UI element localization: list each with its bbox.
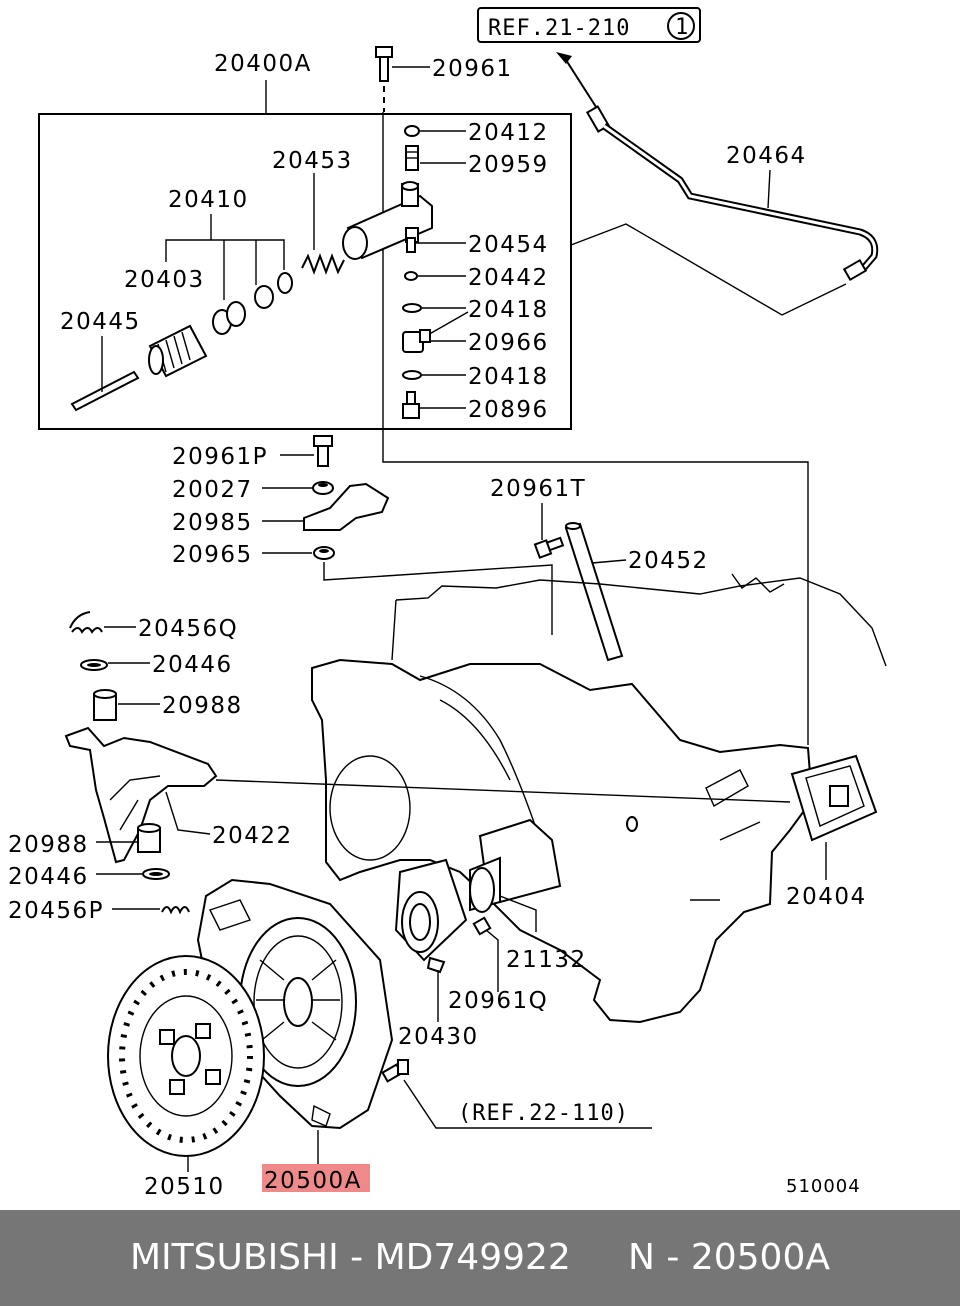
part-label-20959[interactable]: 20959 bbox=[468, 152, 549, 178]
part-label-20961T[interactable]: 20961T bbox=[490, 476, 586, 502]
part-label-20445[interactable]: 20445 bbox=[60, 309, 141, 335]
part-label-20965[interactable]: 20965 bbox=[172, 542, 253, 568]
part-label-20442[interactable]: 20442 bbox=[468, 265, 549, 291]
gasket-20418-lower[interactable] bbox=[402, 370, 422, 380]
part-label-20452[interactable]: 20452 bbox=[628, 548, 709, 574]
part-label-20988-lower[interactable]: 20988 bbox=[8, 832, 89, 858]
bleeder-20959[interactable] bbox=[405, 145, 419, 171]
pin-20454[interactable] bbox=[406, 237, 416, 253]
part-label-20454[interactable]: 20454 bbox=[468, 232, 549, 258]
bearing-retainer-21132[interactable] bbox=[469, 818, 562, 913]
eye-bolt-union-20966[interactable] bbox=[402, 329, 431, 353]
boot-20988-lower[interactable] bbox=[137, 823, 161, 853]
piston-cup-ring[interactable] bbox=[254, 285, 274, 309]
release-cylinder-group-box bbox=[38, 113, 572, 430]
clip-20446-upper[interactable] bbox=[80, 659, 108, 671]
bushing-20027[interactable] bbox=[312, 481, 334, 495]
diagram-code: 510004 bbox=[786, 1176, 861, 1197]
boot[interactable] bbox=[148, 324, 208, 378]
part-label-20430[interactable]: 20430 bbox=[398, 1024, 479, 1050]
release-boot-20404[interactable] bbox=[790, 754, 878, 842]
footer-part-info: MITSUBISHI - MD749922 N - 20500A bbox=[130, 1237, 830, 1278]
part-label-20446-lower[interactable]: 20446 bbox=[8, 864, 89, 890]
spring-20453[interactable] bbox=[301, 253, 345, 275]
bracket-20985[interactable] bbox=[303, 482, 390, 531]
clutch-pipe-20464[interactable] bbox=[585, 105, 879, 282]
clutch-cover-bolt[interactable] bbox=[381, 1059, 409, 1083]
gasket-20418-upper[interactable] bbox=[402, 303, 422, 313]
part-label-20027[interactable]: 20027 bbox=[172, 477, 253, 503]
part-label-20510[interactable]: 20510 bbox=[144, 1174, 225, 1200]
part-label-20456Q[interactable]: 20456Q bbox=[138, 616, 238, 642]
ref-21-210-label: REF.21-210 bbox=[488, 16, 630, 41]
part-label-20500A[interactable]: 20500A bbox=[264, 1168, 362, 1194]
part-label-20403[interactable]: 20403 bbox=[124, 267, 205, 293]
part-label-20456P[interactable]: 20456P bbox=[8, 898, 104, 924]
part-label-20422[interactable]: 20422 bbox=[212, 823, 293, 849]
clutch-disc-20510[interactable] bbox=[107, 955, 265, 1157]
highlight-20500A bbox=[262, 1164, 370, 1192]
ref-21-210-box[interactable]: REF.21-210 1 bbox=[477, 7, 701, 43]
bolt-20961T[interactable] bbox=[533, 536, 565, 559]
spring-20456Q[interactable] bbox=[69, 611, 103, 634]
release-fork-20422[interactable] bbox=[64, 726, 218, 864]
part-label-20896[interactable]: 20896 bbox=[468, 397, 549, 423]
clip-20446-lower[interactable] bbox=[142, 868, 170, 880]
part-label-20400A[interactable]: 20400A bbox=[214, 51, 312, 77]
release-bearing-20430[interactable] bbox=[394, 858, 468, 974]
ref-22-110-label[interactable]: (REF.22-110) bbox=[458, 1101, 629, 1126]
part-label-20418-lower[interactable]: 20418 bbox=[468, 364, 549, 390]
part-label-20988-upper[interactable]: 20988 bbox=[162, 693, 243, 719]
clutch-cover-20500A[interactable] bbox=[196, 878, 394, 1130]
piston-20403[interactable] bbox=[212, 301, 246, 335]
ref-arrow-icon bbox=[556, 52, 572, 64]
union-bolt-20896[interactable] bbox=[402, 391, 420, 419]
part-label-20966[interactable]: 20966 bbox=[468, 330, 549, 356]
part-label-20418-upper[interactable]: 20418 bbox=[468, 297, 549, 323]
release-shaft-20452[interactable] bbox=[564, 522, 624, 662]
part-label-20446-upper[interactable]: 20446 bbox=[152, 652, 233, 678]
part-label-20412[interactable]: 20412 bbox=[468, 120, 549, 146]
piston-cup-small[interactable] bbox=[277, 272, 293, 294]
push-rod-20445[interactable] bbox=[70, 370, 140, 412]
part-label-20410[interactable]: 20410 bbox=[168, 187, 249, 213]
nut-20442[interactable] bbox=[404, 271, 418, 281]
spring-20456P[interactable] bbox=[161, 906, 190, 915]
cap-20412[interactable] bbox=[404, 125, 420, 137]
bolt-20961[interactable] bbox=[375, 46, 393, 82]
part-label-20404[interactable]: 20404 bbox=[786, 884, 867, 910]
part-label-20961P[interactable]: 20961P bbox=[172, 444, 268, 470]
release-cylinder-body[interactable] bbox=[342, 181, 433, 260]
exploded-parts-diagram: REF.21-210 1 20464 20400A 20961 20412 20… bbox=[8, 7, 887, 1200]
part-label-20961[interactable]: 20961 bbox=[432, 56, 513, 82]
ref-circle-number: 1 bbox=[675, 15, 689, 40]
part-label-20961Q[interactable]: 20961Q bbox=[448, 988, 548, 1014]
footer-bar: MITSUBISHI - MD749922 N - 20500A bbox=[0, 1210, 960, 1306]
part-label-20453[interactable]: 20453 bbox=[272, 148, 353, 174]
part-label-20464[interactable]: 20464 bbox=[726, 143, 807, 169]
boot-20988-upper[interactable] bbox=[93, 689, 117, 721]
bushing-20965[interactable] bbox=[313, 546, 335, 560]
part-label-21132[interactable]: 21132 bbox=[506, 947, 587, 973]
transmission-housing bbox=[311, 573, 887, 1024]
part-label-20985[interactable]: 20985 bbox=[172, 510, 253, 536]
bolt-20961P[interactable] bbox=[313, 435, 333, 467]
